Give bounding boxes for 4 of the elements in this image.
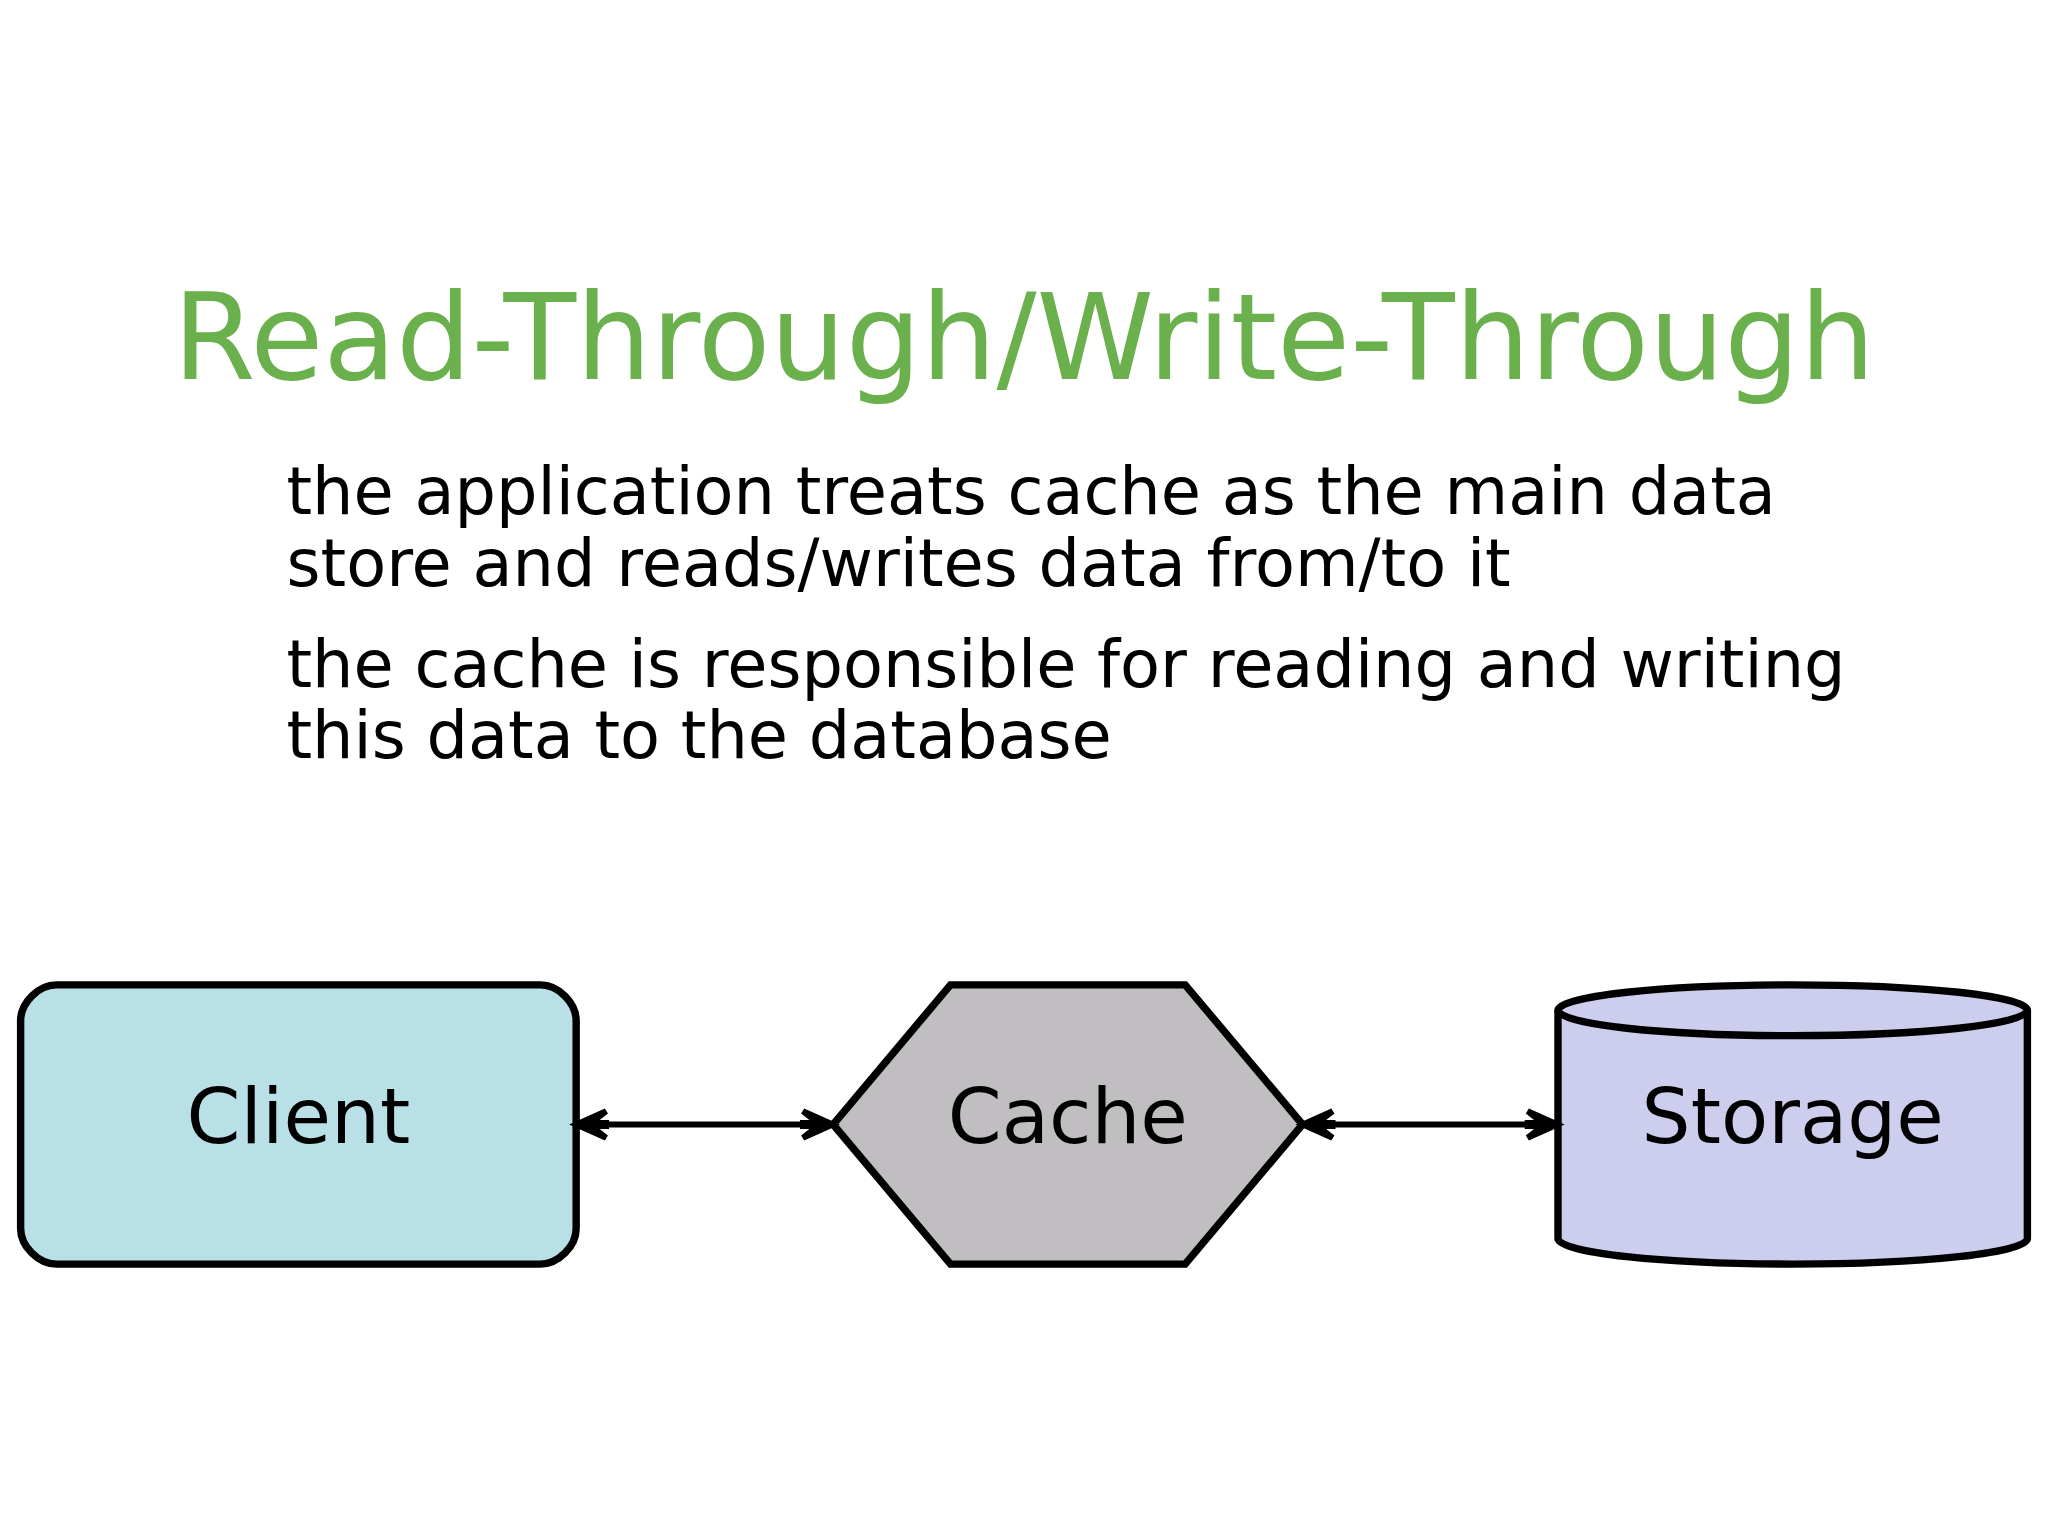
- node-box: Client: [16, 981, 580, 1268]
- label: the cache is responsible for reading and writing this data to the database: [286, 625, 1846, 773]
- label: the application treats cache as the main data store and reads/writes data from/to it: [286, 453, 1776, 601]
- diagram-title: Read-Through/Write-Through: [172, 268, 1876, 407]
